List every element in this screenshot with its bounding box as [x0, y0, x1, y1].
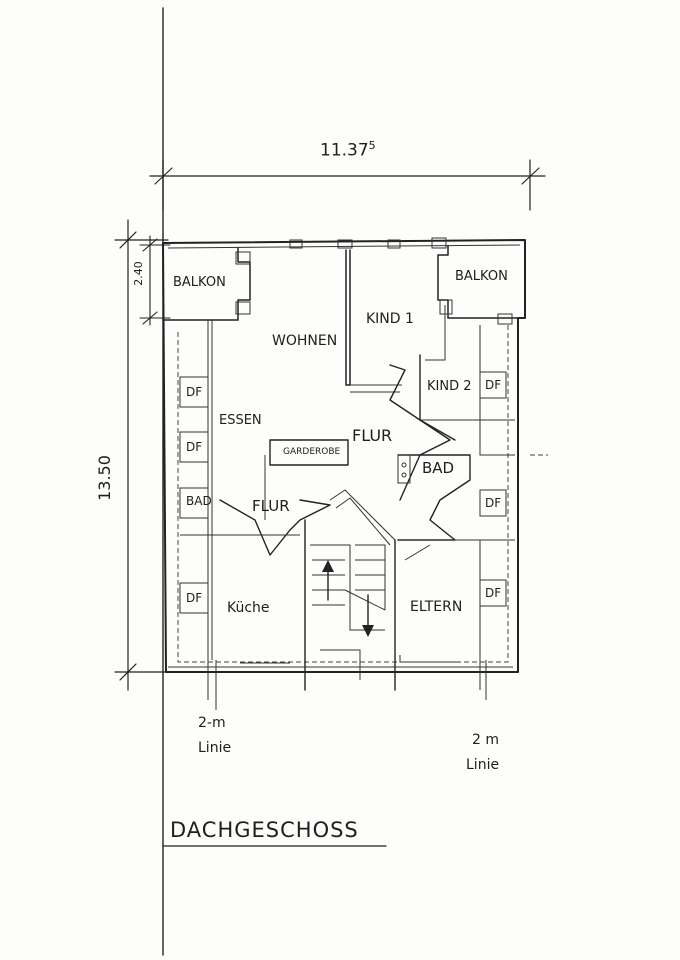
room-label-balkon-right: BALKON	[455, 269, 508, 284]
room-label-bad-right: BAD	[422, 459, 455, 477]
room-label-kueche: Küche	[227, 600, 270, 616]
roof-windows	[179, 371, 507, 614]
stair-arrows	[322, 560, 374, 637]
note-right-line-1: 2 m	[472, 732, 499, 748]
roof-window-essen-2	[179, 431, 209, 463]
room-label-kind2: KIND 2	[427, 379, 472, 394]
room-label-balkon-left: BALKON	[173, 275, 226, 290]
roof-window-bad	[479, 489, 507, 517]
df-label-essen-1: DF	[186, 385, 203, 399]
depth-dimension	[114, 219, 169, 691]
balcony-right-outline	[437, 245, 526, 325]
room-label-flur-upper: FLUR	[352, 426, 393, 445]
room-label-bad-left: BAD	[186, 494, 212, 508]
room-label-garderobe: GARDEROBE	[283, 447, 341, 457]
df-label-eltern: DF	[485, 586, 502, 600]
balcony-dimension-label: 2.40	[131, 261, 145, 286]
df-label-kueche: DF	[186, 591, 203, 605]
bad-left-box	[179, 487, 209, 519]
note-left-line-2: Linie	[198, 740, 232, 756]
df-label-bad: DF	[485, 496, 502, 510]
df-label-essen-2: DF	[186, 440, 203, 454]
room-label-essen: ESSEN	[219, 413, 262, 428]
roof-window-kueche	[179, 582, 209, 614]
balcony-left-outline	[162, 247, 251, 321]
roof-window-kind2	[479, 371, 507, 399]
roof-window-eltern	[479, 579, 507, 607]
note-left-line-1: 2-m	[198, 715, 226, 731]
room-label-flur-lower: FLUR	[252, 497, 290, 515]
interior-walls	[180, 249, 515, 700]
room-label-kind1: KIND 1	[366, 311, 414, 327]
roof-window-essen-1	[179, 376, 209, 408]
df-label-kind2: DF	[485, 378, 502, 392]
outer-walls	[162, 237, 526, 673]
width-dimension	[149, 159, 546, 211]
balcony-dimension	[139, 235, 171, 326]
room-label-eltern: ELTERN	[410, 599, 463, 615]
plan-title: DACHGESCHOSS	[170, 818, 359, 842]
room-label-wohnen: WOHNEN	[272, 333, 338, 349]
width-dimension-label: 11.375	[320, 139, 376, 161]
depth-dimension-label: 13.50	[94, 455, 114, 501]
note-right-line-2: Linie	[466, 757, 500, 773]
